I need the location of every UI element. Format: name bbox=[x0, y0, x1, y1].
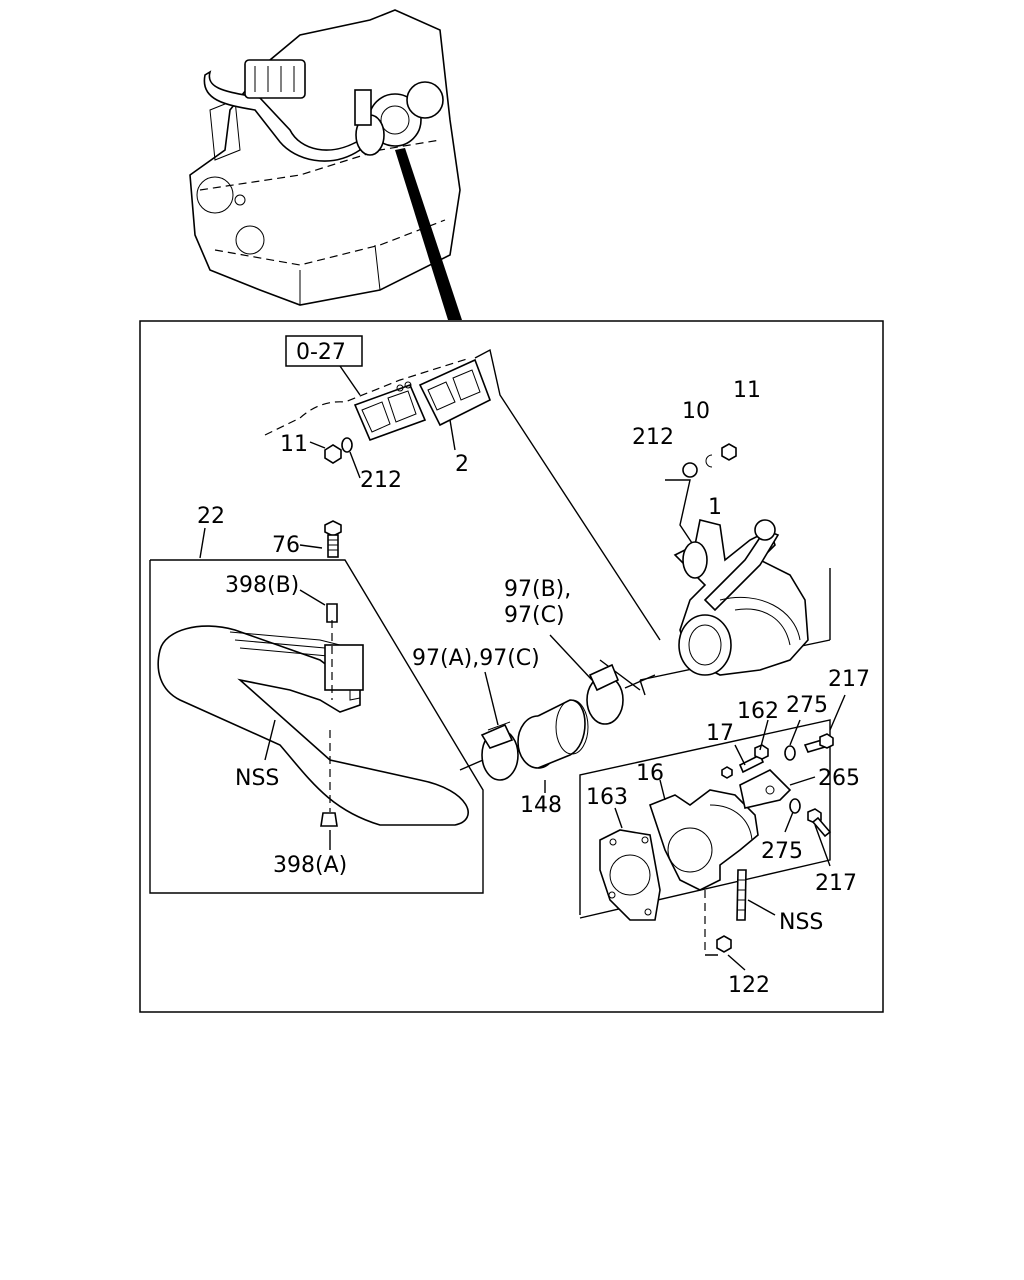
callout-10: 10 bbox=[682, 399, 710, 424]
callout-163: 163 bbox=[586, 785, 628, 810]
outlet-elbow-group bbox=[579, 694, 846, 971]
engine-overview bbox=[189, 9, 462, 320]
detail-frame bbox=[139, 320, 884, 1013]
callout-17: 17 bbox=[706, 721, 734, 746]
turbocharger bbox=[639, 443, 831, 696]
callout-2: 2 bbox=[455, 452, 469, 477]
callout-398b: 398(B) bbox=[225, 573, 299, 598]
callout-162: 162 bbox=[737, 699, 779, 724]
callout-11-right: 11 bbox=[733, 378, 761, 403]
callout-275-top: 275 bbox=[786, 693, 828, 718]
callout-217-bottom: 217 bbox=[815, 871, 857, 896]
reference-tag-text: 0-27 bbox=[296, 340, 346, 365]
callout-217-top: 217 bbox=[828, 667, 870, 692]
callout-97bc-line1: 97(B), bbox=[504, 577, 571, 602]
callout-122: 122 bbox=[728, 973, 770, 998]
manifold-gasket-group bbox=[264, 348, 661, 691]
air-duct-inset bbox=[149, 520, 484, 894]
callout-nss-left: NSS bbox=[235, 766, 279, 791]
callout-1: 1 bbox=[708, 495, 722, 520]
callout-labels: 11 212 2 212 10 11 1 22 76 398(B) 97(B),… bbox=[197, 378, 870, 998]
callout-148: 148 bbox=[520, 793, 562, 818]
callout-97ac: 97(A),97(C) bbox=[412, 646, 540, 671]
callout-212-right: 212 bbox=[632, 425, 674, 450]
callout-275-bottom: 275 bbox=[761, 839, 803, 864]
callout-76: 76 bbox=[272, 533, 300, 558]
reference-tag: 0-27 bbox=[285, 335, 363, 396]
callout-212-left: 212 bbox=[360, 468, 402, 493]
callout-16: 16 bbox=[636, 761, 664, 786]
callout-265: 265 bbox=[818, 766, 860, 791]
callout-nss-right: NSS bbox=[779, 910, 823, 935]
callout-97bc-line2: 97(C) bbox=[504, 603, 565, 628]
callout-398a: 398(A) bbox=[273, 853, 347, 878]
hose-clamp-group bbox=[459, 634, 656, 793]
callout-11-left: 11 bbox=[280, 432, 308, 457]
callout-22: 22 bbox=[197, 504, 225, 529]
